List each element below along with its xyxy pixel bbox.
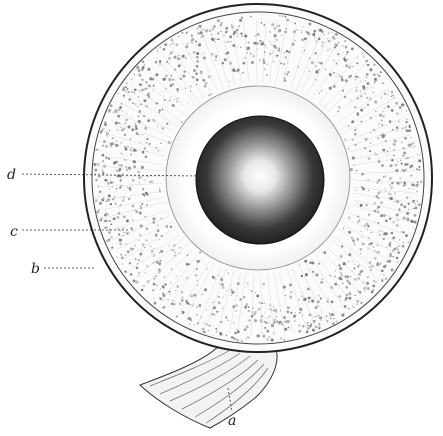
stalk bbox=[140, 340, 277, 428]
label-b: b bbox=[31, 262, 40, 276]
label-a: a bbox=[228, 414, 236, 428]
label-c: c bbox=[10, 225, 18, 239]
nucleus-core bbox=[196, 116, 324, 244]
label-d: d bbox=[7, 168, 16, 182]
